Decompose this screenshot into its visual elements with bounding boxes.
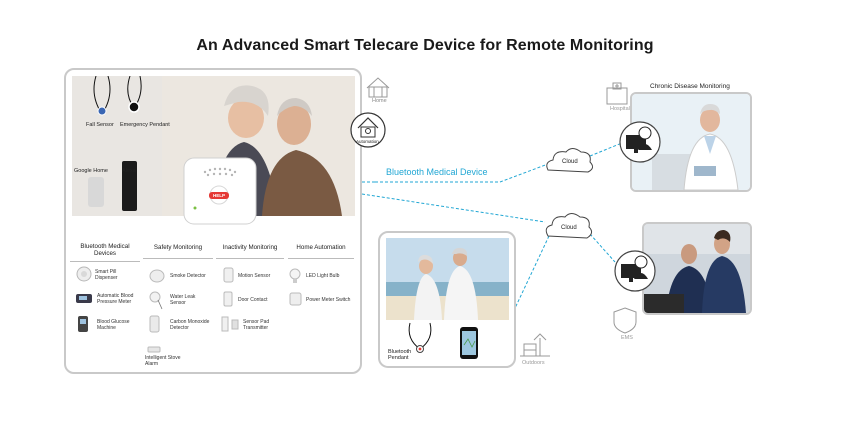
sensor-pad-icon bbox=[221, 316, 239, 332]
cloud-icon bbox=[546, 148, 594, 173]
fall-sensor-label: Fall Sensor bbox=[86, 122, 114, 128]
cloud-icon bbox=[545, 213, 593, 239]
category-safety-monitoring: Safety Monitoring bbox=[143, 244, 213, 259]
item-sensor-pad: Sensor Pad Transmitter bbox=[243, 319, 270, 331]
power-switch-icon bbox=[289, 292, 302, 306]
hub-help-label: HELP bbox=[213, 193, 226, 198]
co-detector-icon bbox=[149, 315, 160, 333]
automation-icon bbox=[350, 112, 386, 148]
page-title: An Advanced Smart Telecare Device for Re… bbox=[196, 37, 654, 54]
outdoor-devices bbox=[408, 322, 478, 359]
water-leak-icon bbox=[149, 291, 163, 310]
blood-pressure-icon bbox=[76, 294, 92, 303]
hospital-title: Chronic Disease Monitoring bbox=[650, 83, 730, 90]
item-power-meter-switch: Power Meter Switch bbox=[306, 297, 351, 303]
beach-couple-photo bbox=[386, 238, 509, 320]
bluetooth-medical-device-label: Bluetooth Medical Device bbox=[386, 167, 488, 177]
pill-dispenser-icon bbox=[76, 266, 92, 282]
item-blood-glucose-machine: Blood Glucose Machine bbox=[97, 319, 130, 331]
bluetooth-pendant-icon bbox=[408, 322, 432, 353]
ems-screen bbox=[642, 222, 752, 315]
light-bulb-icon bbox=[289, 268, 301, 283]
item-stove-alarm: Intelligent Stove Alarm bbox=[145, 355, 181, 367]
hospital-caption: Hospital bbox=[610, 106, 630, 112]
google-home-label: Google Home bbox=[74, 168, 108, 174]
category-inactivity-monitoring: Inactivity Monitoring bbox=[216, 244, 284, 259]
cloud-label-top: Cloud bbox=[562, 159, 578, 165]
automation-caption: Automation bbox=[356, 139, 379, 144]
home-panel: Fall Sensor Emergency Pendant Google Hom… bbox=[64, 68, 362, 374]
home-caption: Home bbox=[372, 98, 387, 104]
item-smoke-detector: Smoke Detector bbox=[170, 273, 206, 279]
outdoors-caption: Outdoors bbox=[522, 360, 545, 366]
glucose-meter-icon bbox=[78, 316, 88, 332]
home-icon bbox=[366, 77, 390, 98]
bluetooth-pendant-label: Bluetooth Pendant bbox=[388, 349, 412, 362]
smoke-detector-icon bbox=[149, 269, 165, 283]
motion-sensor-icon bbox=[223, 267, 234, 283]
item-smart-pill-dispenser: Smart Pill Dispenser bbox=[95, 269, 118, 281]
item-blood-pressure-meter: Automatic Blood Pressure Meter bbox=[97, 293, 134, 305]
smartphone-icon bbox=[460, 327, 478, 359]
category-bluetooth-medical: Bluetooth Medical Devices bbox=[70, 243, 140, 262]
stove-alarm-icon bbox=[147, 346, 161, 353]
door-contact-icon bbox=[223, 291, 233, 307]
item-co-detector: Carbon Monoxide Detector bbox=[170, 319, 210, 331]
cloud-label-bottom: Cloud bbox=[561, 225, 577, 231]
outdoor-panel bbox=[378, 231, 516, 368]
item-door-contact: Door Contact bbox=[238, 297, 268, 303]
item-led-light-bulb: LED Light Bulb bbox=[306, 273, 340, 279]
alexa-label: Alexa bbox=[122, 168, 136, 174]
item-motion-sensor: Motion Sensor bbox=[238, 273, 271, 279]
category-home-automation: Home Automation bbox=[288, 244, 354, 259]
ems-caption: EMS bbox=[621, 335, 633, 341]
item-water-leak-sensor: Water Leak Sensor bbox=[170, 294, 196, 306]
emergency-pendant-label: Emergency Pendant bbox=[120, 122, 170, 128]
hospital-icon bbox=[606, 82, 628, 105]
